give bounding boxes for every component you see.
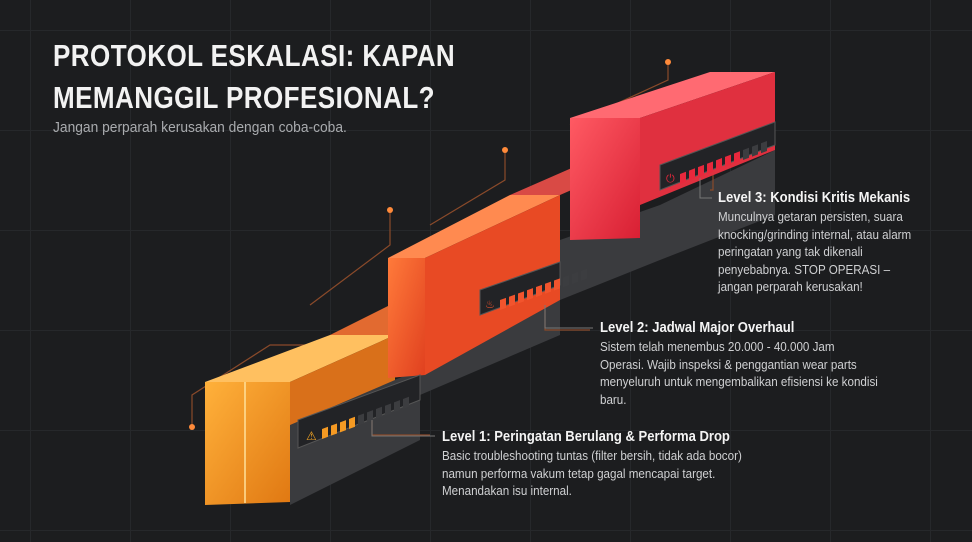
gauge-segment [554, 278, 560, 291]
page-title-line2: MEMANGGIL PROFESIONAL? [53, 80, 436, 115]
power-icon: ⏻ [666, 173, 675, 185]
page-subtitle: Jangan perparah kerusakan dengan coba-co… [53, 119, 347, 136]
level-2-block [388, 195, 560, 378]
level-2-title: Level 2: Jadwal Major Overhaul [600, 320, 795, 336]
gauge-segment [367, 410, 373, 423]
gauge-segment [725, 154, 731, 167]
gauge-segment [707, 161, 713, 174]
level-3-description: Level 3: Kondisi Kritis Mekanis Munculny… [718, 190, 938, 297]
level-1-title: Level 1: Peringatan Berulang & Performa … [442, 429, 730, 445]
gauge-segment [752, 144, 758, 157]
gauge-segment [331, 423, 337, 436]
rail [290, 150, 775, 505]
level-1-panel: ⚠ [297, 374, 421, 449]
leader-lines [371, 178, 712, 437]
gauge-segment [527, 288, 533, 301]
gauge-segment [545, 281, 551, 294]
gauge-segment [322, 426, 328, 439]
gauge-segment [563, 275, 569, 288]
gauge-segment [518, 291, 524, 304]
level-2-panel: ♨ [479, 261, 587, 316]
gauge-segment [689, 168, 695, 181]
gauge-segment [403, 396, 409, 410]
gauge-segment [536, 284, 542, 298]
circuit-nodes [189, 59, 671, 430]
level-3-body: Munculnya getaran persisten, suara knock… [718, 210, 912, 294]
gauge-segment [340, 420, 346, 433]
gauge-segment [376, 406, 382, 420]
level-1-body: Basic troubleshooting tuntas (filter ber… [442, 449, 742, 498]
gauge-segment [385, 403, 391, 416]
gauge-segment [349, 416, 355, 430]
gauge-segment [698, 164, 704, 178]
gauge-segment [743, 147, 749, 161]
gauge-segment [394, 400, 400, 413]
gauge-segment [734, 151, 740, 164]
level-3-title: Level 3: Kondisi Kritis Mekanis [718, 190, 911, 206]
gauge-segment [716, 158, 722, 171]
page-title-line1: PROTOKOL ESKALASI: KAPAN [53, 38, 456, 73]
gauge-segment [680, 171, 686, 184]
fire-icon: ♨ [485, 299, 495, 311]
level-1-block [205, 335, 395, 505]
gauge-segment [761, 140, 767, 154]
gauge-segment [358, 413, 364, 426]
level-2-description: Level 2: Jadwal Major Overhaul Sistem te… [600, 320, 900, 409]
gauge-segment [572, 271, 578, 285]
gauge-segment [581, 268, 587, 281]
gauge-segment [500, 297, 506, 310]
warning-icon: ⚠ [306, 429, 317, 443]
level-2-body: Sistem telah menembus 20.000 - 40.000 Ja… [600, 340, 878, 407]
level-3-panel: ⏻ [659, 121, 776, 191]
circuit-lines [191, 62, 714, 436]
level-1-description: Level 1: Peringatan Berulang & Performa … [442, 429, 772, 501]
gauge-segment [509, 294, 515, 307]
